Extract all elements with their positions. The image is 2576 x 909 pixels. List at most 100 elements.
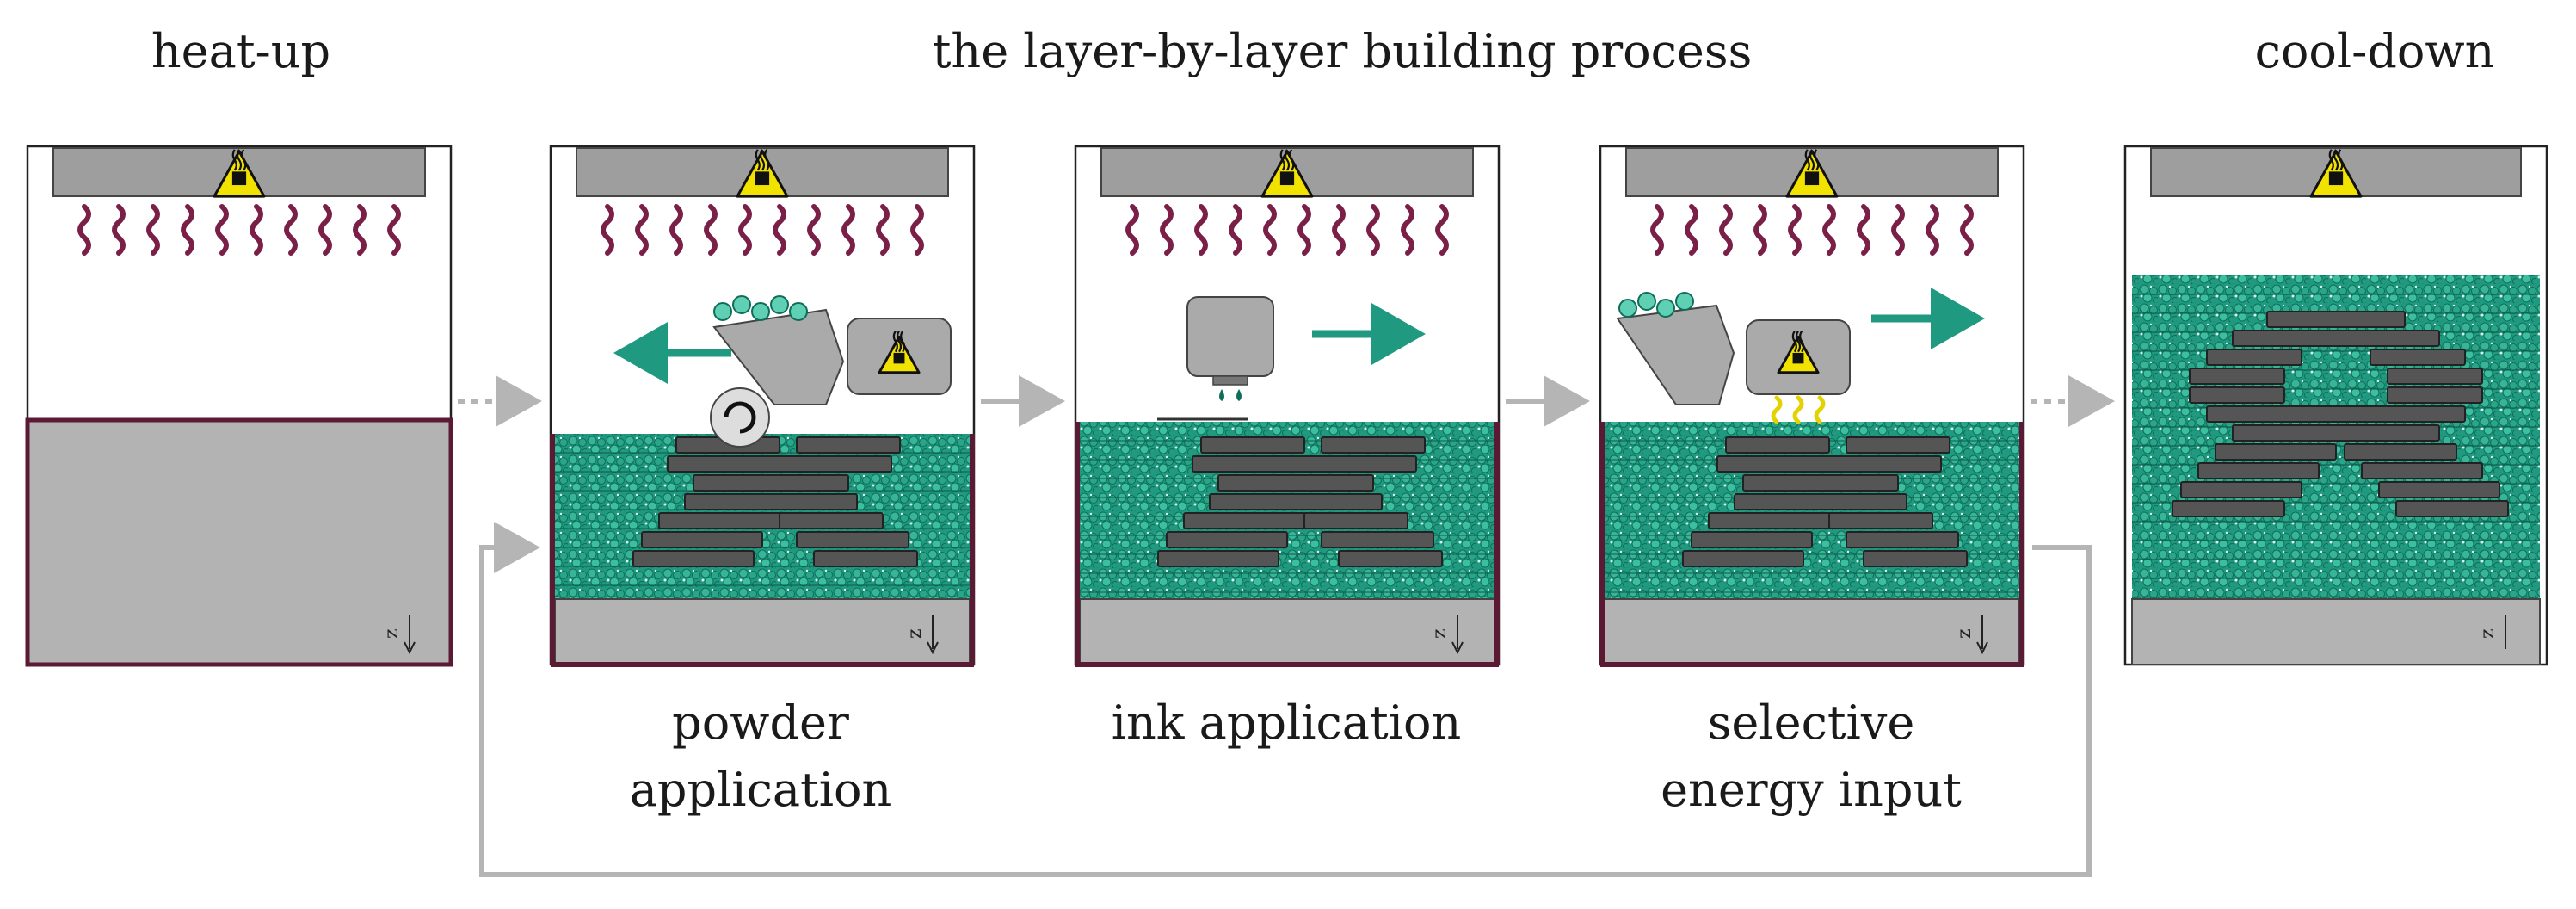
hazard-glyph <box>1279 171 1295 186</box>
part-layer <box>1321 531 1434 548</box>
hazard-glyph-wave <box>1809 149 1815 171</box>
heat-wave-icon <box>1435 204 1449 256</box>
part-layer <box>2344 443 2457 461</box>
heat-wave-icon <box>1332 204 1346 256</box>
hazard-glyph-wave <box>1791 331 1797 353</box>
energy-ray <box>1814 395 1826 424</box>
part-layer <box>1734 493 1907 510</box>
hazard-glyph-wave <box>759 149 766 171</box>
hazard-glyph-wave <box>1284 149 1291 171</box>
part-layer <box>2387 386 2483 404</box>
part-layer <box>2361 462 2483 479</box>
hazard-glyph-wave <box>2338 149 2344 171</box>
part-layer <box>2206 349 2302 366</box>
hazard-glyph-wave <box>1804 149 1810 171</box>
part-layer <box>1209 493 1383 510</box>
label-powder-line2: application <box>629 763 892 817</box>
part-layer <box>779 512 884 529</box>
heat-wave-icon <box>1857 204 1870 256</box>
part-layer <box>1682 550 1804 567</box>
part-layer <box>2266 311 2406 328</box>
heat-wave-icon <box>1719 204 1733 256</box>
hazard-glyph <box>893 352 905 364</box>
heat-wave-icon <box>841 204 855 256</box>
part-layer <box>1691 531 1813 548</box>
part-layer <box>1708 512 1839 529</box>
heat-wave-icon <box>1194 204 1208 256</box>
roller-rotation-icon <box>724 401 756 434</box>
hazard-glyph-wave <box>241 149 247 171</box>
hazard-glyph-wave <box>892 331 898 353</box>
hazard-glyph <box>1804 171 1820 186</box>
z-axis-label: z <box>904 628 926 639</box>
hazard-glyph <box>231 171 247 186</box>
part-layer <box>2232 424 2440 442</box>
part-layer <box>1716 455 1942 473</box>
part-layer <box>632 550 755 567</box>
part-layer <box>1166 531 1288 548</box>
part-layer <box>2172 500 2285 517</box>
part-layer <box>2378 481 2500 498</box>
powder-grain <box>1637 292 1656 311</box>
hazard-glyph-wave <box>1799 331 1805 353</box>
heat-wave-icon <box>112 204 126 256</box>
title-cool-down: cool-down <box>2254 24 2495 78</box>
label-ink-application: ink application <box>1111 696 1462 750</box>
heat-wave-icon <box>1891 204 1905 256</box>
heat-wave-icon <box>318 204 332 256</box>
part-layer <box>2215 443 2337 461</box>
powder-grain <box>732 295 751 314</box>
part-layer <box>1828 512 1933 529</box>
z-axis-arrowhead <box>927 641 939 655</box>
hazard-glyph-wave <box>755 149 761 171</box>
hazard-glyph <box>755 171 770 186</box>
part-layer <box>2370 349 2466 366</box>
part-layer <box>1157 550 1279 567</box>
z-axis-label: z <box>2477 628 2499 639</box>
z-axis-arrowhead <box>1976 641 1988 655</box>
hazard-glyph-wave <box>896 331 903 353</box>
heat-wave-icon <box>1926 204 1939 256</box>
powder-grain <box>789 302 808 321</box>
hazard-glyph <box>2328 171 2344 186</box>
part-layer <box>1846 531 1959 548</box>
part-layer <box>2232 330 2440 347</box>
heat-wave-icon <box>1753 204 1767 256</box>
part-layer <box>2206 405 2466 423</box>
heat-wave-icon <box>1229 204 1242 256</box>
ink-droplet <box>1236 389 1242 401</box>
label-powder-line1: powder <box>672 696 849 750</box>
part-layer <box>2197 462 2320 479</box>
recoater-icon <box>710 295 952 448</box>
part-layer <box>1192 455 1417 473</box>
part-layer <box>2189 368 2285 385</box>
z-axis-label: z <box>1954 628 1975 639</box>
heat-lamp-icon <box>1616 292 1851 424</box>
hazard-glyph-wave <box>1279 149 1285 171</box>
part-layer <box>2180 481 2302 498</box>
heat-wave-icon <box>1297 204 1311 256</box>
z-axis-arrowhead <box>404 641 416 655</box>
process-flow-arrows <box>458 375 2115 877</box>
part-layer <box>2189 386 2285 404</box>
heat-wave-icon <box>1125 204 1139 256</box>
chamber-selective-energy: z <box>1599 145 2025 667</box>
heat-wave-icon <box>773 204 786 256</box>
heat-wave-icon <box>910 204 924 256</box>
heat-wave-icon <box>635 204 649 256</box>
part-layer <box>1217 474 1374 492</box>
heat-wave-icon <box>77 204 91 256</box>
heat-wave-icon <box>181 204 194 256</box>
heat-wave-icon <box>1401 204 1414 256</box>
heat-wave-icon <box>250 204 263 256</box>
heat-wave-icon <box>669 204 683 256</box>
part-layer <box>1863 550 1968 567</box>
heat-wave-icon <box>353 204 367 256</box>
heat-wave-icon <box>876 204 890 256</box>
hazard-glyph-wave <box>231 149 237 171</box>
hazard-glyph-wave <box>236 149 243 171</box>
hazard-glyph-wave <box>900 331 906 353</box>
heat-wave-icon <box>738 204 752 256</box>
